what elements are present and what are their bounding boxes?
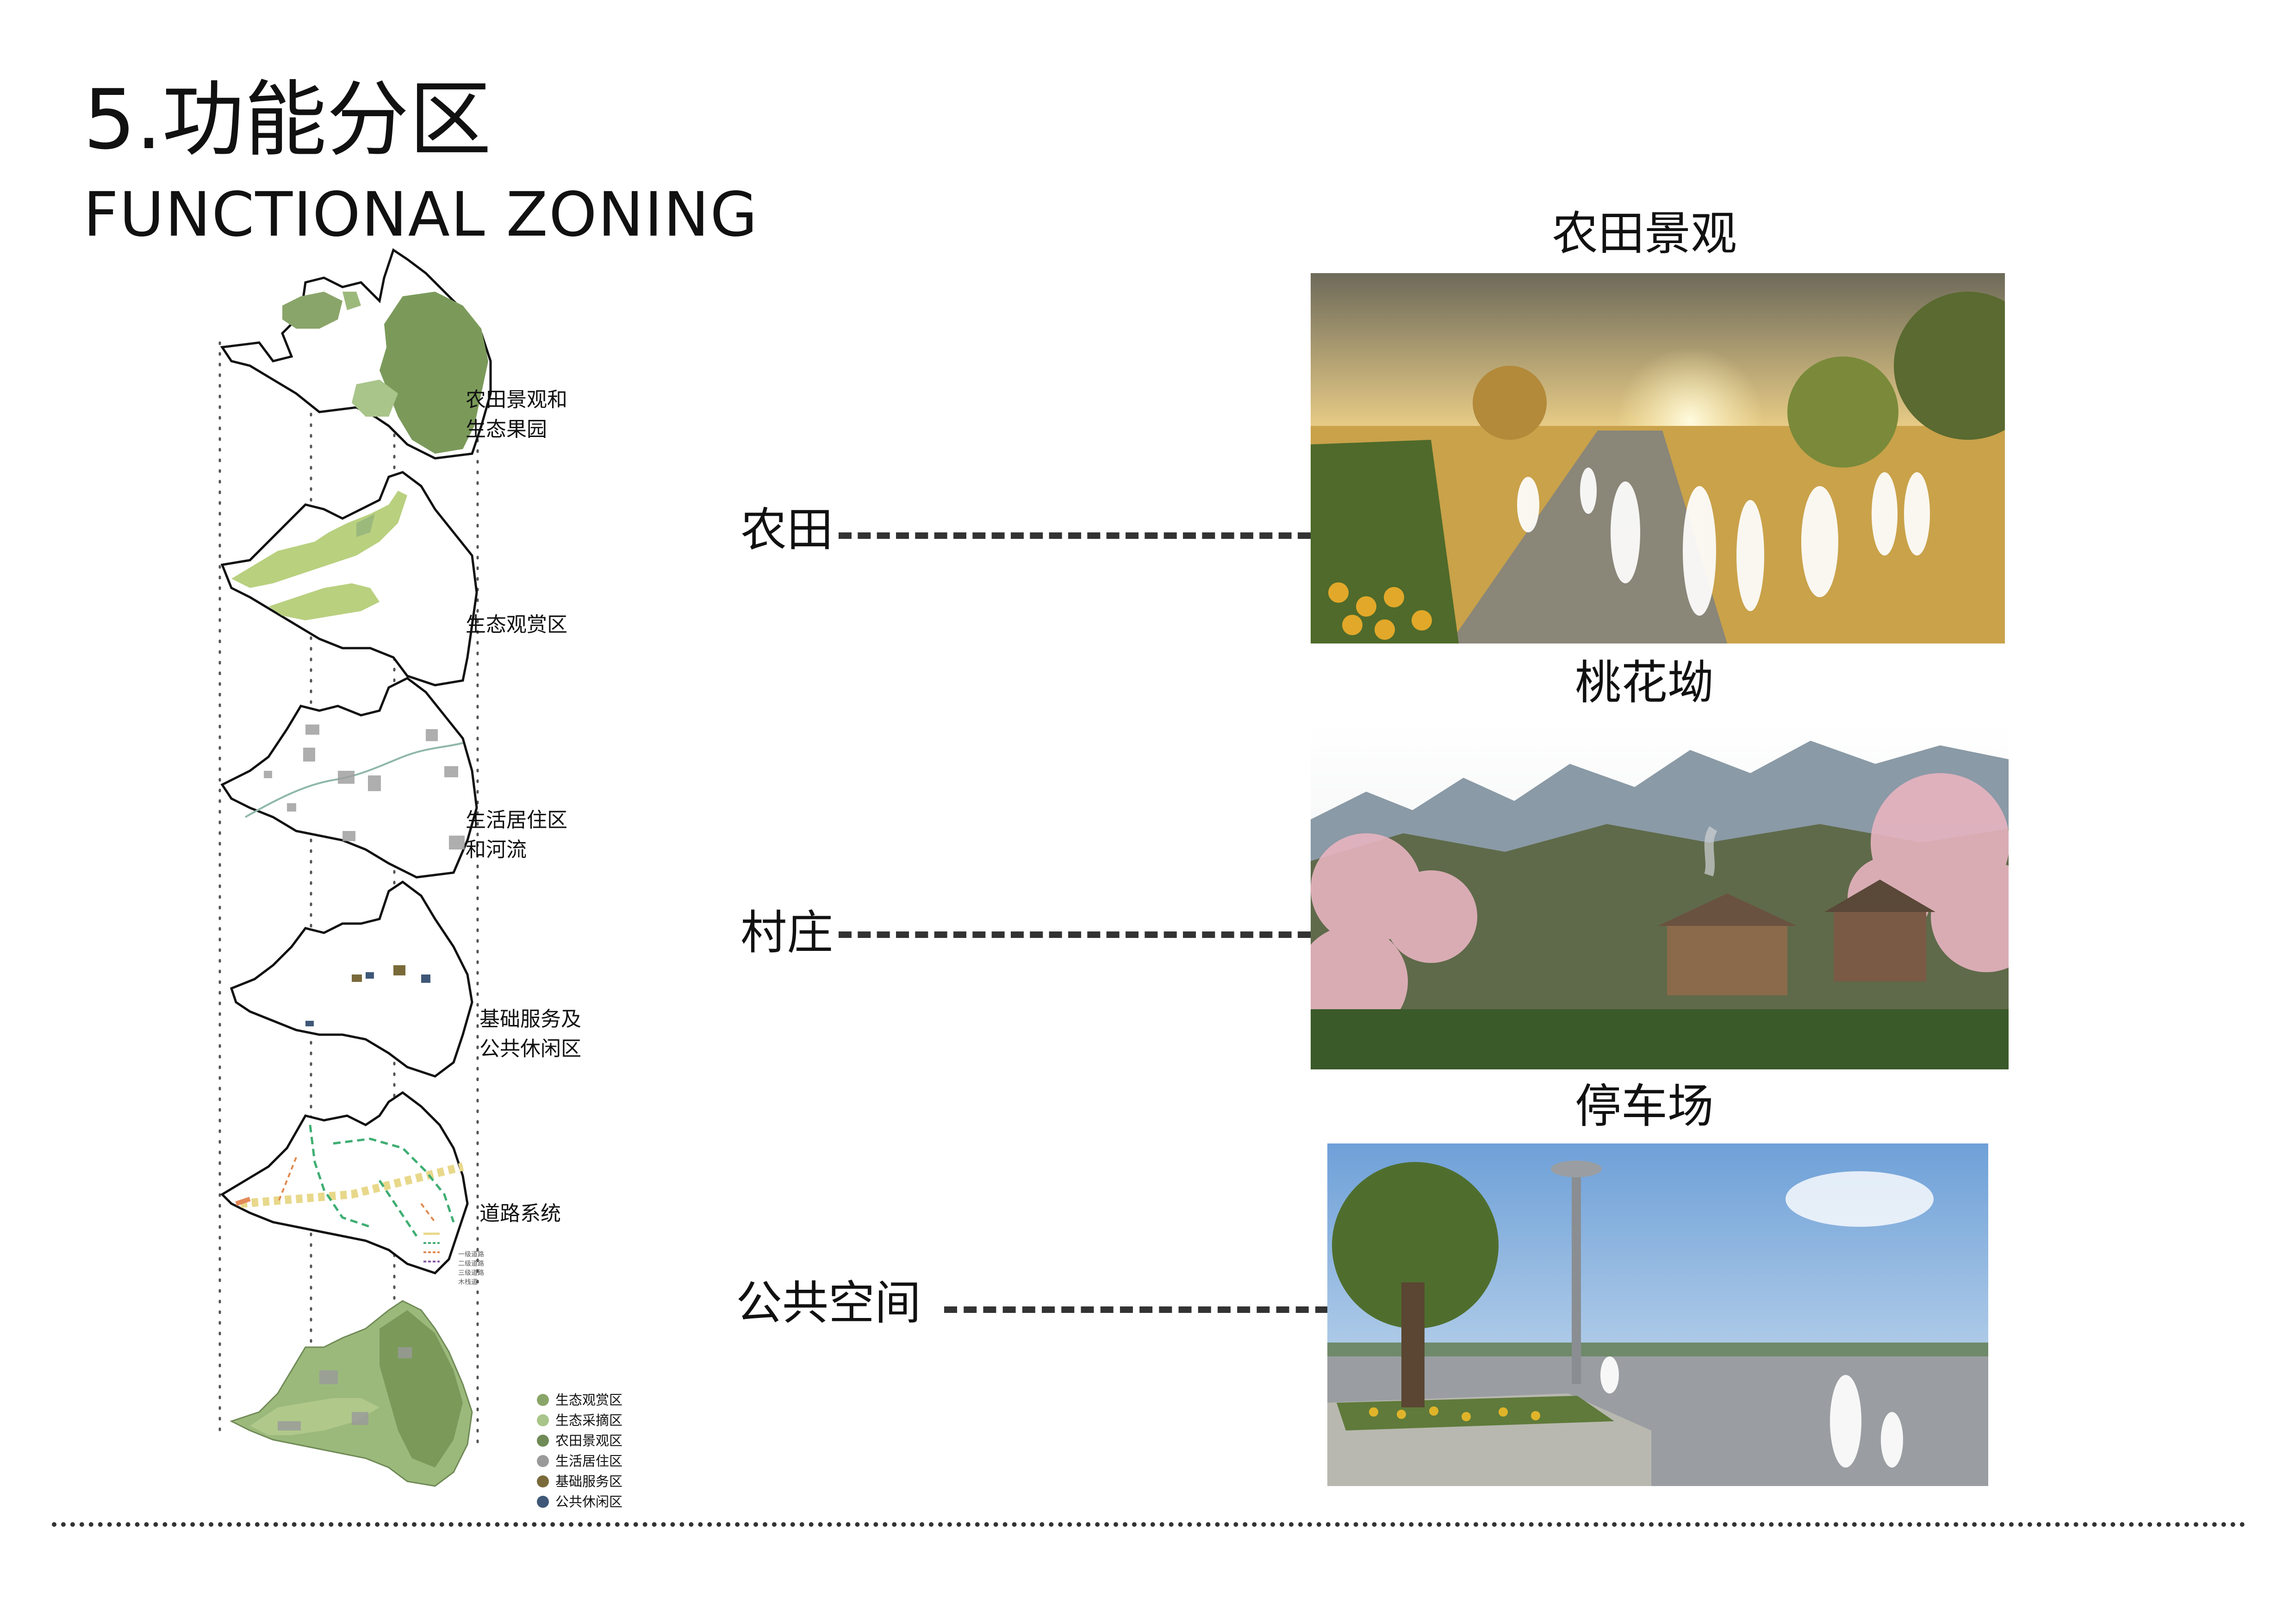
- category-public-space: 公共空间: [736, 1276, 921, 1330]
- label-road-system: 道路系统: [479, 1202, 561, 1225]
- diagram-residential: [220, 677, 478, 879]
- legend-item: 农田景观区: [537, 1430, 622, 1451]
- diagram-farmland: [220, 248, 492, 460]
- photo-parking-lot: [1327, 1143, 1988, 1486]
- label-eco-viewing: 生态观赏区: [466, 613, 567, 637]
- legend-item: 基础服务区: [537, 1471, 622, 1492]
- label-service-leisure: 基础服务及公共休闲区: [479, 1007, 581, 1061]
- photo-title-peach: 桃花坳: [1575, 656, 1714, 710]
- photo-farmland-landscape: [1311, 273, 2005, 643]
- connector-public-space: [944, 1306, 1328, 1313]
- connector-farmland: [839, 532, 1311, 539]
- legend-item: 生态采摘区: [537, 1410, 622, 1430]
- category-farmland: 农田: [740, 503, 833, 557]
- photo-title-parking: 停车场: [1575, 1079, 1714, 1133]
- diagram-service: [230, 880, 473, 1078]
- page-title: 5.功能分区: [83, 72, 492, 168]
- label-farmland-orchard: 农田景观和生态果园: [466, 388, 567, 441]
- legend-item: 公共休闲区: [537, 1492, 622, 1512]
- category-village: 村庄: [740, 906, 833, 960]
- zone-legend: 生态观赏区 生态采摘区 农田景观区 生活居住区 基础服务区 公共休闲区: [537, 1390, 622, 1512]
- label-residential-river: 生活居住区和河流: [466, 808, 567, 862]
- road-legend-text: 一级道路二级道路 三级道路木栈道: [458, 1251, 484, 1286]
- diagram-master-map: [230, 1300, 473, 1487]
- connector-village: [839, 931, 1311, 938]
- legend-item: 生态观赏区: [537, 1390, 622, 1410]
- diagram-roads: [220, 1091, 469, 1274]
- diagram-eco-viewing: [220, 471, 478, 687]
- photo-title-farmland: 农田景观: [1552, 206, 1737, 261]
- bottom-divider: [52, 1522, 2246, 1527]
- zoning-diagram-stack: [218, 248, 492, 1487]
- road-legend: [423, 1232, 440, 1262]
- guide-lines: [218, 295, 479, 1446]
- photo-peach-valley: [1311, 722, 2009, 1069]
- legend-item: 生活居住区: [537, 1451, 622, 1471]
- page-subtitle: FUNCTIONAL ZONING: [83, 179, 759, 250]
